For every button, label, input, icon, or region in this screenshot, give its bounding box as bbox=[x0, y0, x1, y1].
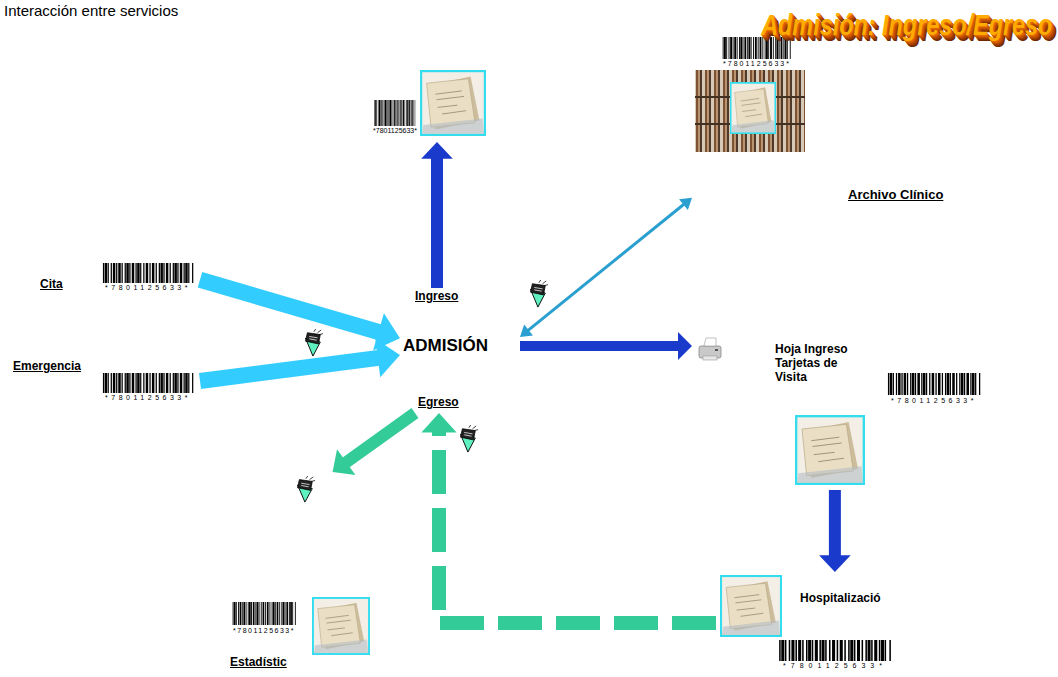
step-label: Ingreso bbox=[412, 288, 462, 308]
flow-arrow bbox=[333, 413, 415, 475]
step-label: Egreso bbox=[415, 393, 463, 413]
node-label: ADMISIÓN bbox=[403, 336, 488, 356]
flow-arrow bbox=[421, 413, 716, 623]
arrow-head bbox=[421, 413, 456, 433]
node-label: Estadístic bbox=[230, 656, 287, 670]
printer-icon bbox=[699, 338, 721, 360]
barcode bbox=[889, 373, 980, 395]
clinical-folder bbox=[313, 598, 369, 654]
arrow-shaft bbox=[528, 204, 684, 331]
barcode bbox=[375, 100, 415, 126]
barcode-number: *7801125633* bbox=[373, 127, 417, 135]
barcode-number: *7801125633* bbox=[783, 662, 887, 670]
barcode-number: *7801125633* bbox=[233, 627, 295, 635]
document-node: Hoja Ingreso Tarjetas de Visita *78011256… bbox=[692, 332, 986, 490]
flow-arrow bbox=[819, 490, 851, 572]
arrow-head bbox=[678, 332, 692, 360]
clinical-folder bbox=[721, 576, 781, 636]
node-label: Hoja Ingreso Tarjetas de Visita bbox=[775, 343, 859, 384]
node-label: Emergencia bbox=[13, 360, 81, 374]
scanner-icon bbox=[306, 329, 324, 356]
arrow-shaft bbox=[200, 358, 379, 381]
barcode bbox=[104, 373, 193, 393]
arrow-head bbox=[375, 339, 400, 377]
barcode bbox=[780, 640, 890, 661]
flow-arrow bbox=[200, 339, 400, 381]
barcode-number: *7801125633* bbox=[105, 284, 191, 292]
title-banner: Admisión: Ingreso/Egreso bbox=[761, 8, 1052, 42]
flow-arrow bbox=[200, 280, 400, 351]
barcode-number: *7801125633* bbox=[105, 394, 191, 402]
ward-node: Hospitalizació *7801125633* bbox=[716, 572, 900, 674]
node-label: Cita bbox=[40, 278, 63, 292]
arrow-shaft bbox=[431, 158, 443, 288]
archive-photo bbox=[695, 70, 805, 152]
flow-arrow bbox=[520, 198, 692, 337]
node-label: Hospitalizació bbox=[800, 592, 881, 606]
barcode-number: *7801125633* bbox=[723, 60, 791, 68]
flow-arrow bbox=[520, 332, 692, 360]
barcode bbox=[104, 263, 193, 283]
central-node: ADMISIÓN bbox=[400, 333, 520, 359]
arrow-shaft bbox=[829, 490, 841, 556]
scanner-icon bbox=[531, 280, 549, 307]
arrow-shaft bbox=[200, 280, 379, 332]
source-node: Cita *7801125633* bbox=[36, 260, 200, 296]
node-label: Ingreso bbox=[415, 290, 458, 304]
arrow-shaft bbox=[439, 432, 716, 623]
source-node: Emergencia *7801125633* bbox=[10, 357, 200, 405]
page-label: Interacción entre servicios bbox=[4, 2, 178, 19]
archive-node: *7801125633* Archivo Clínico bbox=[692, 34, 974, 210]
scanner-icon bbox=[298, 476, 316, 502]
clinical-folder bbox=[421, 71, 485, 135]
flow-arrow bbox=[421, 142, 453, 288]
arrow-shaft bbox=[520, 341, 679, 351]
node-label: Archivo Clínico bbox=[848, 188, 943, 203]
barcode-folder: *7801125633* bbox=[370, 66, 492, 142]
arrow-head bbox=[679, 198, 692, 210]
node-label: Egreso bbox=[418, 396, 459, 410]
clinical-folder bbox=[796, 416, 864, 484]
barcode bbox=[233, 602, 295, 625]
barcode-number: *7801125633* bbox=[891, 397, 977, 405]
arrow-head bbox=[333, 449, 356, 475]
scanner-icon bbox=[461, 425, 479, 452]
arrow-head bbox=[819, 555, 851, 572]
statistics-node: *7801125633* Estadístic bbox=[226, 472, 374, 673]
arrow-head bbox=[421, 142, 453, 159]
arrow-head bbox=[520, 325, 533, 337]
arrow-shaft bbox=[345, 413, 415, 463]
